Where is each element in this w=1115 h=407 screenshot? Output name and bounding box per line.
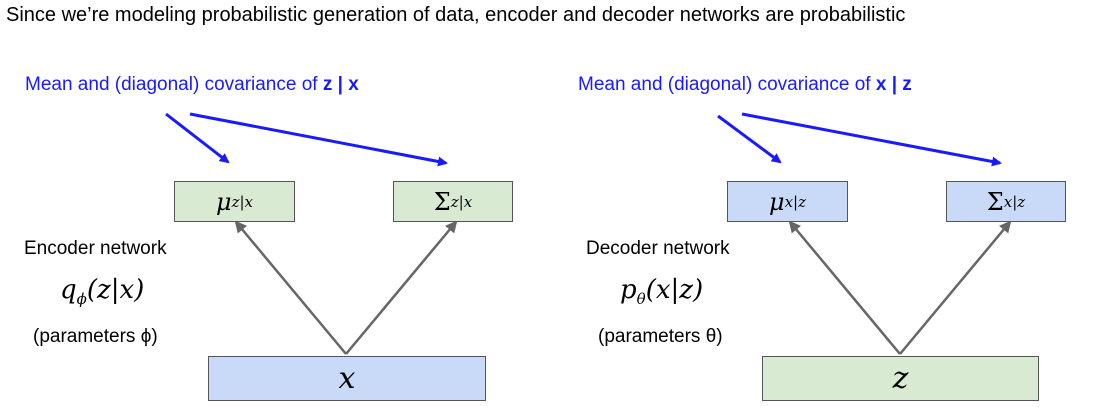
decoder-sigma-symbol: Σ [986,187,1004,216]
decoder-func-sub: θ [636,290,646,309]
decoder-func-main: p [620,275,637,305]
decoder-mu-symbol: μ [768,187,785,216]
decoder-input-symbol: z [892,361,909,396]
decoder-mu-sub: x|z [784,192,807,211]
decoder-title: Decoder network [586,238,730,259]
encoder-mu-symbol: μ [215,187,232,216]
decoder-gray-arrow-sigma [899,220,1012,355]
encoder-mu-sub: z|x [231,192,254,211]
decoder-blue-arrow-mu [717,114,782,164]
encoder-title: Encoder network [24,238,167,259]
encoder-func-main: q [60,275,77,305]
encoder-blue-arrow-sigma [189,112,448,167]
encoder-func-args: (z|x) [86,275,145,305]
decoder-annotation-prefix: Mean and (diagonal) covariance of [578,74,876,95]
headline: Since we’re modeling probabilistic gener… [6,4,906,26]
encoder-function: qϕ(z|x) [60,275,144,308]
encoder-annotation-prefix: Mean and (diagonal) covariance of [25,74,323,95]
decoder-function: pθ(x|z) [620,275,703,308]
encoder-input-symbol: x [338,361,356,396]
encoder-sigma-sub: z|x [450,192,473,211]
decoder-params: (parameters θ) [598,326,723,347]
encoder-gray-arrow-mu [234,220,347,355]
decoder-gray-arrow-mu [788,220,901,355]
decoder-annotation: Mean and (diagonal) covariance of x | z [578,74,912,96]
encoder-annotation-bold: z | x [322,74,359,95]
encoder-blue-arrow-mu [165,112,230,164]
encoder-sigma-symbol: Σ [433,187,451,216]
encoder-annotation: Mean and (diagonal) covariance of z | x [25,74,359,96]
decoder-annotation-bold: x | z [875,74,912,95]
decoder-sigma-sub: x|z [1003,192,1026,211]
encoder-input-box: x [208,356,486,401]
decoder-func-args: (x|z) [645,275,704,305]
encoder-params: (parameters ϕ) [33,326,158,347]
encoder-gray-arrow-sigma [345,220,458,355]
decoder-blue-arrow-sigma [741,112,1002,167]
encoder-func-sub: ϕ [76,290,87,309]
decoder-input-box: z [762,356,1039,401]
